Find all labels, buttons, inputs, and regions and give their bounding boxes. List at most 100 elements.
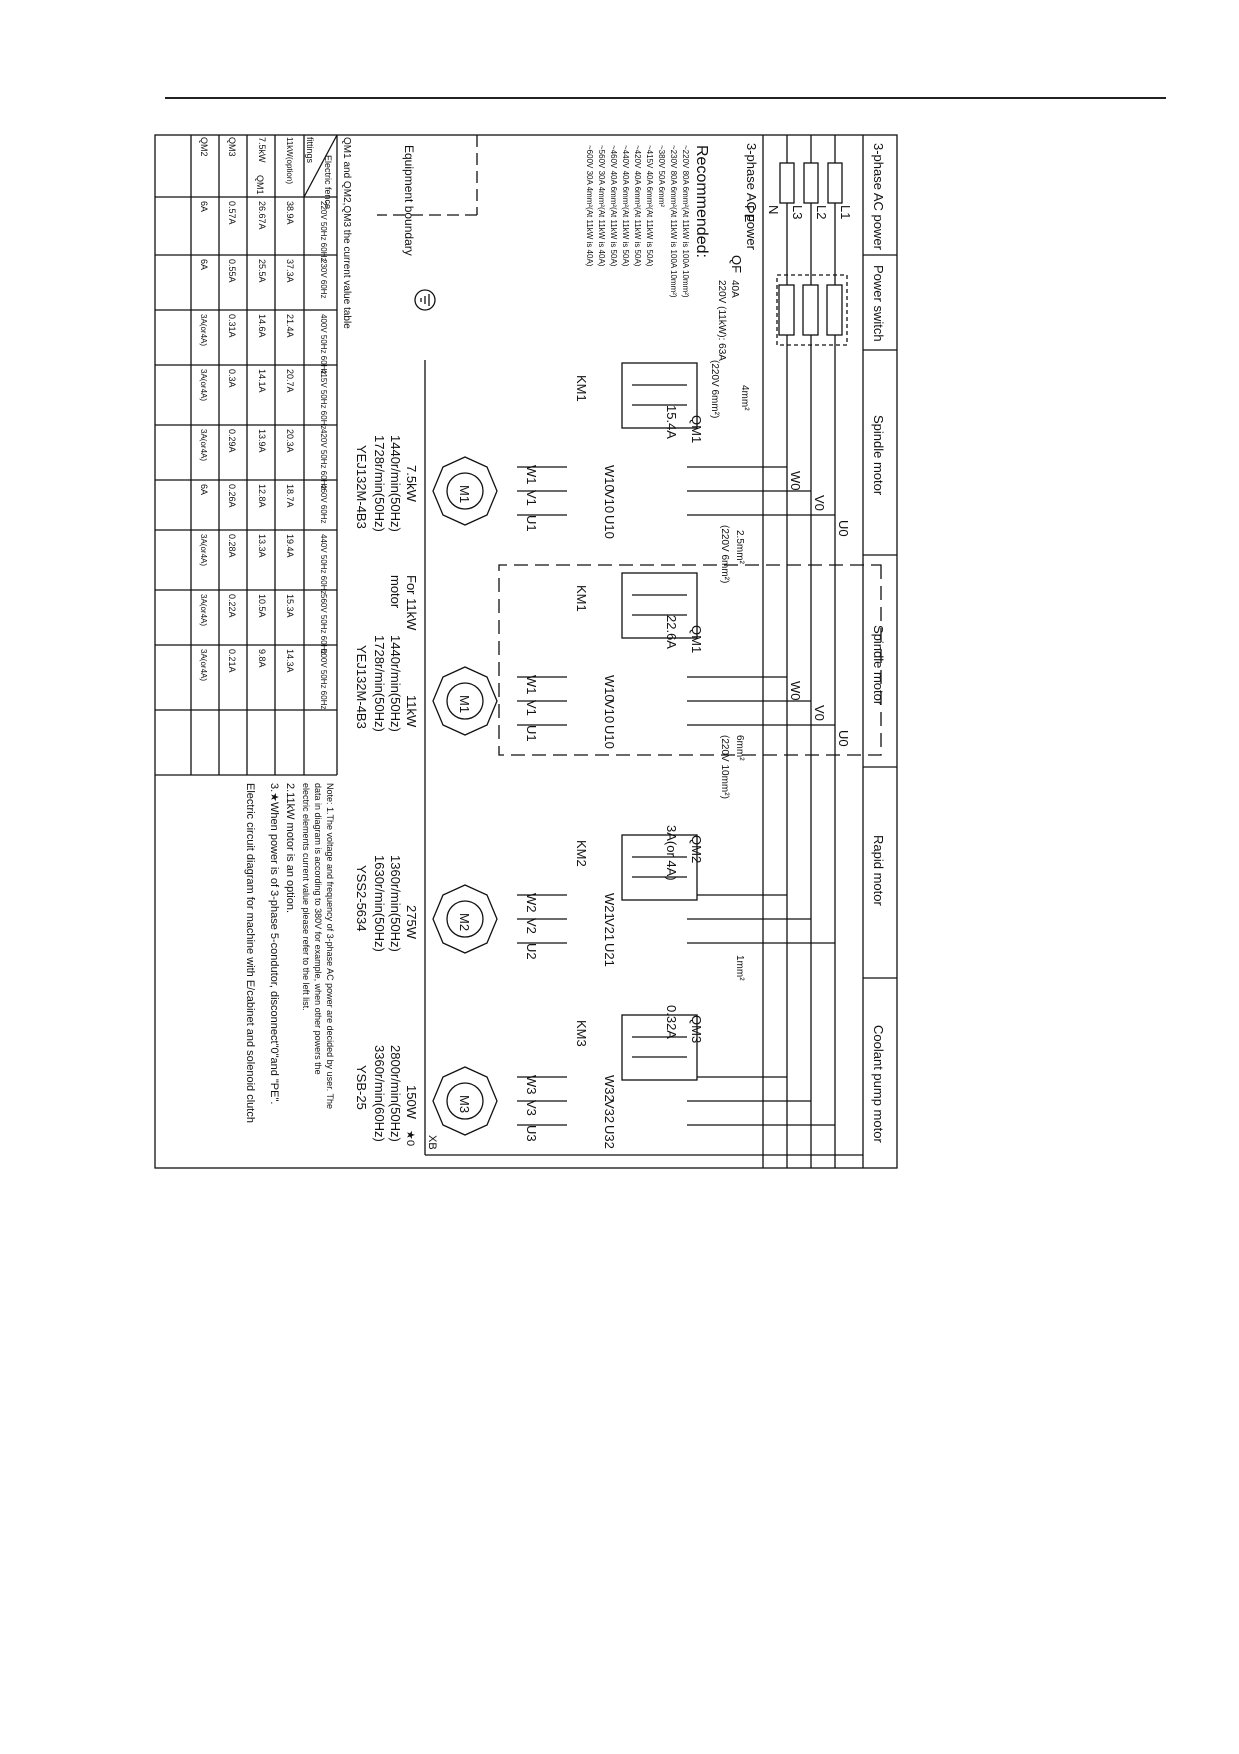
wire-size: 1mm² [734,955,745,981]
contactor-label: KM3 [574,1020,589,1047]
note-line: 2.11kW motor is an option. [284,783,296,913]
phase-label: U0 [836,520,851,537]
table-cell: 26.67A [257,201,267,230]
recommended-line: ~440V 40A 6mm²(At 11kW is 50A) [621,145,630,267]
table-cell: 19.4A [285,534,295,558]
terminal-label: V10 [602,700,617,723]
neutral-label: N [766,205,781,214]
table-cell: 0.26A [227,484,237,508]
table-cell: 20.3A [285,429,295,453]
table-cell: 15.3A [285,594,295,618]
table-group-label: QM1 [255,175,265,195]
terminal-label: U10 [602,515,617,539]
table-cell: 38.9A [285,201,295,225]
phase-label: W0 [788,681,803,701]
phase-label: L2 [814,205,829,219]
terminal-label: U10 [602,725,617,749]
option-motor-word: motor [388,575,403,609]
table-cell: 14.3A [285,649,295,673]
header-rapid-motor: Rapid motor [871,835,886,906]
note-line: data in diagram is according to 380V for… [313,783,323,1075]
table-corner-top: Electric fence [323,155,333,209]
table-cell: 3A(or4A) [199,429,208,461]
motor-speed: 1360r/min(50Hz) [388,855,403,952]
motor-terminal-label: U2 [524,943,539,960]
table-row-label: QM2 [199,137,209,157]
recommended-line: ~230V 80A 6mm²(At 11kW is 100A 10mm²) [669,145,678,298]
recommended-line: ~380V 50A 6mm² [657,145,666,207]
table-cell: 0.28A [227,534,237,558]
option-11kw-frame [498,564,882,756]
table-caption: QM1 and QM2,QM3 the current value table [341,137,352,329]
equipment-boundary-label: Equipment boundary [402,145,416,256]
breaker-rating: 22.6A [664,615,679,649]
table-cell: 37.3A [285,259,295,283]
phase-label: V0 [812,705,827,721]
table-column-header: 220V 50Hz 60Hz [319,201,328,261]
table-cell: 3A(or4A) [199,534,208,566]
motor-symbol-label: M1 [457,695,472,713]
wire-size-220v: (220V 6mm²) [709,360,720,418]
terminal-label: V10 [602,490,617,513]
breaker-rating: 15.4A [664,405,679,439]
earth-label: PE [742,205,757,223]
note-line: electric elements current value please r… [301,783,311,1011]
motor-speed: 1440r/min(50Hz) [388,635,403,732]
motor-speed: 1728r/min(50Hz) [372,635,387,732]
circuit-diagram: 3-phase AC power Power switch Spindle mo… [154,134,898,1169]
recommended-line: ~460V 40A 6mm²(At 11kW is 50A) [609,145,618,267]
motor-terminal-label: V1 [524,700,539,716]
terminal-label: V21 [602,918,617,941]
breaker-rating: 0.32A [664,1005,679,1039]
phase-label: L3 [790,205,805,219]
terminal-label: U21 [602,943,617,967]
breaker-label: QM1 [689,625,704,653]
header-spindle-motor-option: Spindle motor [871,625,886,706]
table-cell: 20.7A [285,369,295,393]
branch-7-5kw [432,362,835,526]
phase-label: L1 [838,205,853,219]
terminal-label: U32 [602,1125,617,1149]
header-power-switch: Power switch [871,265,886,342]
motor-terminal-label: W1 [524,465,539,485]
table-cell: 12.8A [257,484,267,508]
recommended-line: ~560V 30A 4mm²(At 11kW is 40A) [597,145,606,267]
motor-symbol-label: M3 [457,1095,472,1113]
wire-size-220v: (220V 10mm²) [719,735,730,799]
star-marker: ★ [404,1130,416,1140]
motor-terminal-label: W2 [524,893,539,913]
branch-rapid [432,834,835,954]
table-column-header: 415V 50Hz 60Hz [319,369,328,429]
recommended-line: ~600V 30A 4mm²(At 11kW is 40A) [585,145,594,267]
table-column-header: 560V 50Hz 60Hz [319,594,328,654]
table-column-header: 440V 50Hz 60Hz [319,534,328,594]
table-cell: 10.5A [257,594,267,618]
circuit-diagram-sheet: 3-phase AC power Power switch Spindle mo… [154,134,898,1169]
diagram-frame [154,134,898,1169]
contactor-label: KM1 [574,585,589,612]
motor-speed: 1728r/min(50Hz) [372,435,387,532]
phase-label: W0 [788,471,803,491]
terminal-label: V32 [602,1100,617,1123]
motor-symbol-label: M2 [457,913,472,931]
note-line: Note: 1.The voltage and frequency of 3-p… [325,783,335,1109]
table-cell: 0.31A [227,314,237,338]
header-spindle-motor: Spindle motor [871,415,886,496]
wire-size: 2.5mm² [734,530,745,565]
table-cell: 0.22A [227,594,237,618]
table-cell: 14.1A [257,369,267,393]
motor-speed: 2800r/min(50Hz) [388,1045,403,1142]
table-row-label: 11kW(option) [285,137,294,184]
table-cell: 3A(or4A) [199,369,208,401]
motor-model: YSB-25 [354,1065,369,1110]
table-corner-bottom: fittings [305,137,315,164]
table-cell: 18.7A [285,484,295,508]
table-column-header: 400V 50Hz 60Hz [319,314,328,374]
terminal-zero-label: 0 [404,1140,416,1146]
table-cell: 0.29A [227,429,237,453]
ac-power-source-label: 3-phase AC power [744,143,759,251]
switch-label: QF [729,255,744,273]
recommended-line: ~415V 40A 6mm²(At 11kW is 50A) [645,145,654,267]
table-column-header: 460V 60Hz [319,484,328,524]
page-top-rule [165,97,1166,99]
